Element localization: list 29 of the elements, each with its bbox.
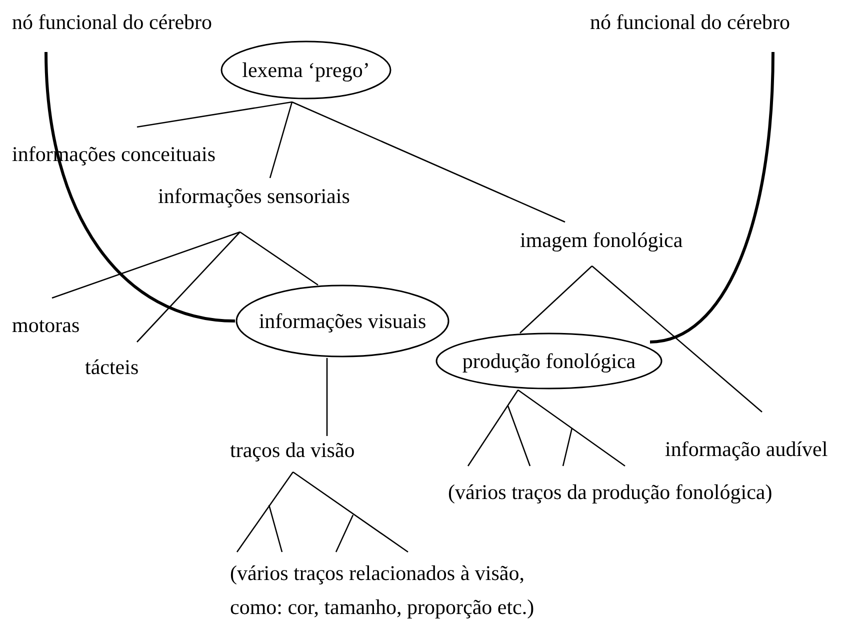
node-label: tácteis <box>85 355 139 379</box>
branching-lines <box>467 389 626 467</box>
ellipse-node <box>435 332 663 390</box>
tree-line <box>269 102 293 178</box>
tree-line <box>136 232 240 342</box>
ellipse-node <box>220 40 392 100</box>
node-label: imagem fonológica <box>520 228 683 252</box>
tree-line <box>240 231 318 286</box>
ellipse-node <box>235 284 450 358</box>
node-label: informações visuais <box>258 309 428 333</box>
tree-line <box>136 101 292 128</box>
node-label: produção fonológica <box>461 349 637 373</box>
node-label: informações sensoriais <box>158 184 350 208</box>
tree-line <box>326 358 328 436</box>
node-label: (vários traços da produção fonológica) <box>448 480 772 504</box>
tree-line <box>592 266 762 412</box>
branching-lines <box>236 471 409 553</box>
curved-connector <box>44 52 236 322</box>
tree-line <box>520 266 592 334</box>
node-label: traços da visão <box>230 438 355 462</box>
tree-line <box>52 231 240 299</box>
node-label: informação audível <box>665 437 828 461</box>
node-label: lexema ‘prego’ <box>241 58 371 82</box>
node-label: nó funcional do cérebro <box>590 10 790 34</box>
tree-line <box>292 101 566 223</box>
node-label: motoras <box>12 313 80 337</box>
node-label: nó funcional do cérebro <box>12 10 212 34</box>
curved-connector <box>650 52 774 344</box>
node-label: (vários traços relacionados à visão, como: cor, tamanho, proporção etc.) <box>230 556 560 624</box>
